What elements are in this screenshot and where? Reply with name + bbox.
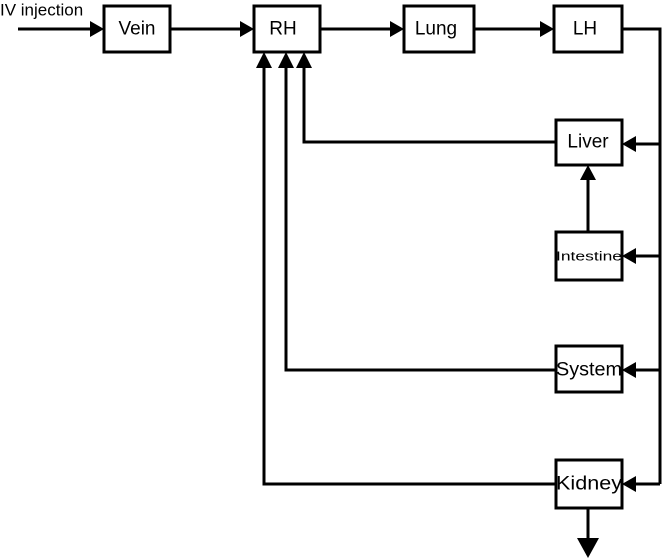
node-intestine: Intestine [554, 230, 624, 282]
node-rh: RH [252, 4, 322, 54]
arrowhead-lung [390, 21, 404, 37]
arrowhead-intestine [622, 248, 636, 264]
arrowhead-system-rh [278, 52, 294, 68]
arrowhead-lh [540, 21, 554, 37]
arrowhead-rh [240, 21, 254, 37]
node-system: System [554, 344, 624, 394]
edge-kidney-to-rh [262, 66, 556, 486]
node-system-label: System [556, 360, 622, 381]
edge-liver-to-rh [302, 66, 556, 144]
node-rh-label: RH [269, 19, 296, 40]
edge-system-to-rh [284, 66, 556, 372]
arrowhead-liver [622, 136, 636, 152]
arrowhead-liver-rh [296, 52, 312, 68]
node-kidney-label: Kidney [556, 474, 623, 495]
node-vein-label: Vein [119, 19, 156, 40]
arrowhead-kidney [622, 476, 636, 492]
input-label: IV injection [0, 1, 83, 20]
node-liver-label: Liver [567, 132, 609, 153]
arrowhead-system [622, 362, 636, 378]
edge-lh-to-trunk [622, 27, 662, 484]
arrowhead-kidney-rh [256, 52, 272, 68]
node-vein: Vein [102, 4, 172, 54]
node-lung: Lung [402, 4, 476, 54]
arrowhead-excretion [577, 538, 599, 558]
node-liver: Liver [554, 118, 624, 167]
node-lh: LH [552, 4, 624, 54]
node-intestine-label: Intestine [556, 249, 622, 264]
arrowhead-vein [90, 21, 104, 37]
node-lh-label: LH [573, 19, 597, 40]
node-kidney: Kidney [554, 458, 624, 510]
node-lung-label: Lung [415, 19, 457, 40]
arrowhead-intestine-liver [580, 165, 596, 180]
